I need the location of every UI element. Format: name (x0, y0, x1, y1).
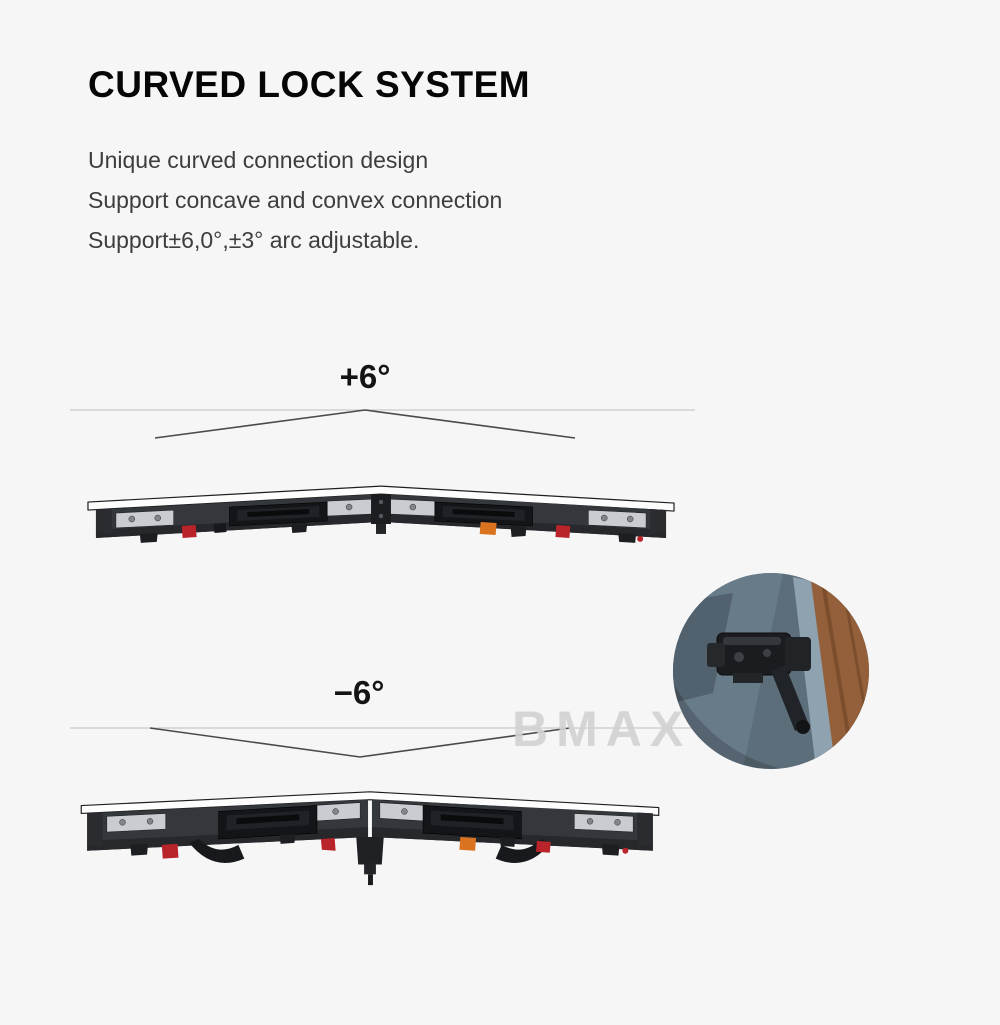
page-title: CURVED LOCK SYSTEM (88, 64, 531, 105)
convex-panels-image (87, 485, 675, 543)
description-line: Support±6,0°,±3° arc adjustable. (88, 227, 420, 253)
concave-angle-label: −6° (333, 674, 385, 711)
description-block: Unique curved connection design Support … (88, 148, 502, 268)
convex-angle-indicator (70, 409, 695, 439)
convex-angle-label: +6° (339, 358, 391, 395)
bmax-watermark: BMAX (512, 701, 692, 757)
description-line: Unique curved connection design (88, 147, 429, 173)
concave-panels-image (80, 791, 660, 886)
lock-closeup-photo (673, 573, 869, 769)
description-line: Support concave and convex connection (88, 187, 503, 213)
concave-angle-indicator (70, 727, 695, 758)
